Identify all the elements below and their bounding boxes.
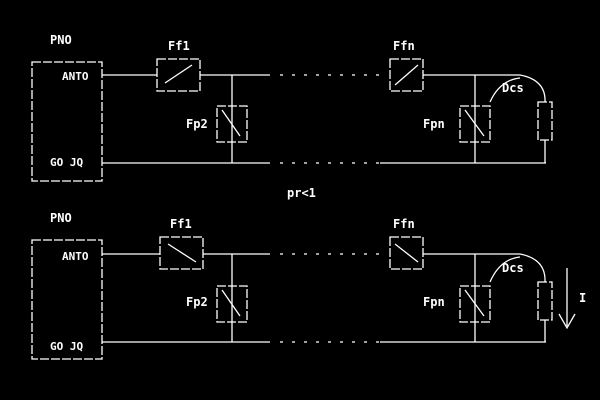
cross-switch-1-blade bbox=[221, 289, 241, 317]
cross-switch-n-blade bbox=[464, 289, 485, 317]
terminal-a-label: ANTO bbox=[62, 250, 89, 263]
series-switch-n-blade bbox=[394, 64, 419, 86]
terminal-a-label: ANTO bbox=[62, 70, 89, 83]
load-label: Dcs bbox=[502, 261, 524, 275]
load-lead-top bbox=[519, 253, 546, 283]
series-switch-n-label: Ffn bbox=[393, 217, 415, 231]
series-switch-n-label: Ffn bbox=[393, 39, 415, 53]
series-switch-1-blade bbox=[164, 64, 193, 84]
load-label: Dcs bbox=[502, 81, 524, 95]
load-lead-top bbox=[519, 74, 546, 103]
circuit-panel-top: PNO ANTO GO JQ Ff1 Ffn Fp2 Fpn bbox=[31, 33, 553, 182]
terminal-b-label: GO JQ bbox=[50, 156, 83, 169]
series-switch-n-box bbox=[389, 236, 424, 270]
cross-switch-1-label: Fp2 bbox=[186, 295, 208, 309]
source-box bbox=[31, 239, 103, 360]
series-switch-1-blade bbox=[167, 243, 197, 263]
cross-switch-n-blade bbox=[464, 109, 485, 137]
series-switch-1-label: Ff1 bbox=[168, 39, 190, 53]
cross-switch-n-label: Fpn bbox=[423, 295, 445, 309]
load-element bbox=[537, 281, 553, 321]
series-switch-1-box bbox=[159, 236, 204, 270]
series-switch-1-box bbox=[156, 58, 201, 92]
source-title: PNO bbox=[50, 211, 72, 225]
load-return bbox=[489, 256, 521, 283]
down-arrow-icon bbox=[558, 268, 576, 330]
series-switch-n-blade bbox=[394, 243, 419, 263]
cross-switch-1-label: Fp2 bbox=[186, 117, 208, 131]
cross-switch-1-blade bbox=[221, 109, 241, 137]
panel-caption: pr<1 bbox=[287, 186, 316, 200]
terminal-b-label: GO JQ bbox=[50, 340, 83, 353]
circuit-panel-bottom: PNO ANTO GO JQ Ff1 Ffn Fp2 Fpn bbox=[31, 211, 586, 360]
series-switch-n-box bbox=[389, 58, 424, 92]
cross-switch-1-box bbox=[216, 285, 248, 323]
series-switch-1-label: Ff1 bbox=[170, 217, 192, 231]
cross-switch-1-box bbox=[216, 105, 248, 143]
cross-switch-n-box bbox=[459, 105, 491, 143]
cross-switch-n-box bbox=[459, 285, 491, 323]
current-label: I bbox=[579, 291, 586, 305]
source-box bbox=[31, 61, 103, 182]
source-title: PNO bbox=[50, 33, 72, 47]
load-return bbox=[489, 77, 521, 103]
load-element bbox=[537, 101, 553, 141]
cross-switch-n-label: Fpn bbox=[423, 117, 445, 131]
